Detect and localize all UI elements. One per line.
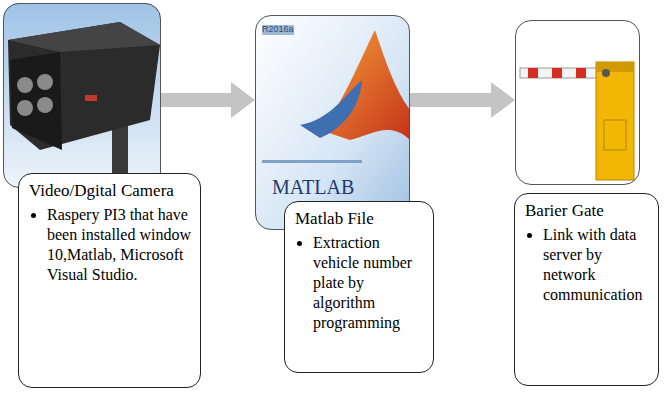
bullet-list: Extraction vehicle number plate by algor… xyxy=(295,233,425,333)
box-heading: Matlab File xyxy=(295,208,425,229)
text-box: Video/Dgital CameraRaspery PI3 that have… xyxy=(18,173,201,388)
text-box: Barier GateLink with data server by netw… xyxy=(514,193,659,386)
image-card: Video/Dgital CameraRaspery PI3 that have… xyxy=(3,3,161,188)
bullet-text: Raspery PI3 that have been installed win… xyxy=(47,205,192,285)
bullet-text: Link with data server by network communi… xyxy=(543,225,650,305)
matlab-picture xyxy=(255,15,410,230)
bullet-text: Extraction vehicle number plate by algor… xyxy=(313,233,425,333)
barrier-picture xyxy=(520,62,634,180)
text-box: Matlab FileExtraction vehicle number pla… xyxy=(284,201,434,373)
flow-arrow xyxy=(161,93,233,107)
version-label: R2016a xyxy=(262,24,294,34)
image-card: Barier GateLink with data server by netw… xyxy=(515,20,640,185)
box-heading: Barier Gate xyxy=(525,200,650,221)
box-heading: Video/Dgital Camera xyxy=(29,180,192,201)
logo-label: MATLAB xyxy=(272,176,354,199)
camera-picture xyxy=(3,3,161,188)
flow-arrow xyxy=(410,93,493,107)
bullet-list: Raspery PI3 that have been installed win… xyxy=(29,205,192,285)
bullet-list: Link with data server by network communi… xyxy=(525,225,650,305)
